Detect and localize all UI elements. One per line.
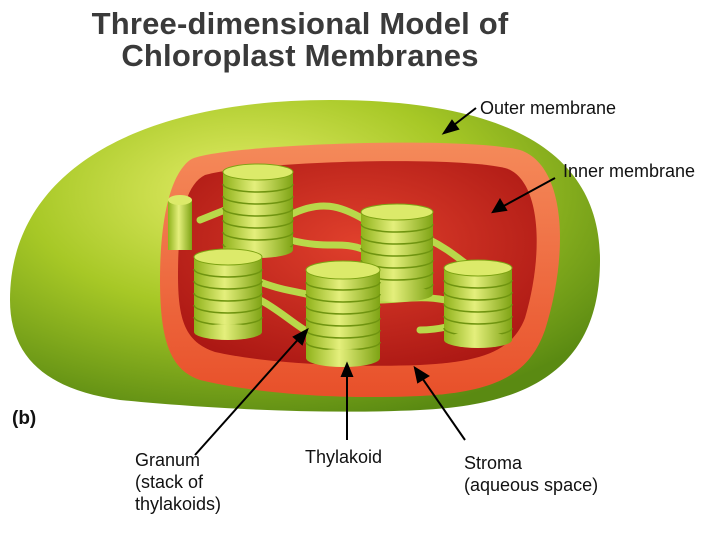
granum-stack-1 [222, 163, 294, 258]
label-granum: Granum (stack of thylakoids) [135, 450, 222, 514]
label-inner-membrane: Inner membrane [563, 161, 696, 181]
label-thylakoid: Thylakoid [305, 447, 383, 467]
granum-stack-5 [443, 259, 513, 348]
granum-stack-4 [305, 260, 381, 367]
pointer-arrows [194, 107, 556, 456]
title-line-2: Chloroplast Membranes [121, 38, 479, 73]
arrow-granum [194, 334, 303, 456]
title-line-1: Three-dimensional Model of [91, 6, 509, 41]
panel-label: (b) [12, 408, 37, 429]
granum-stack-partial-left [168, 195, 192, 250]
granum-stack-3 [193, 248, 263, 340]
arrow-inner-membrane [499, 177, 556, 209]
label-stroma: Stroma (aqueous space) [464, 453, 599, 495]
label-outer-membrane: Outer membrane [480, 98, 617, 118]
arrow-stroma [419, 374, 466, 441]
